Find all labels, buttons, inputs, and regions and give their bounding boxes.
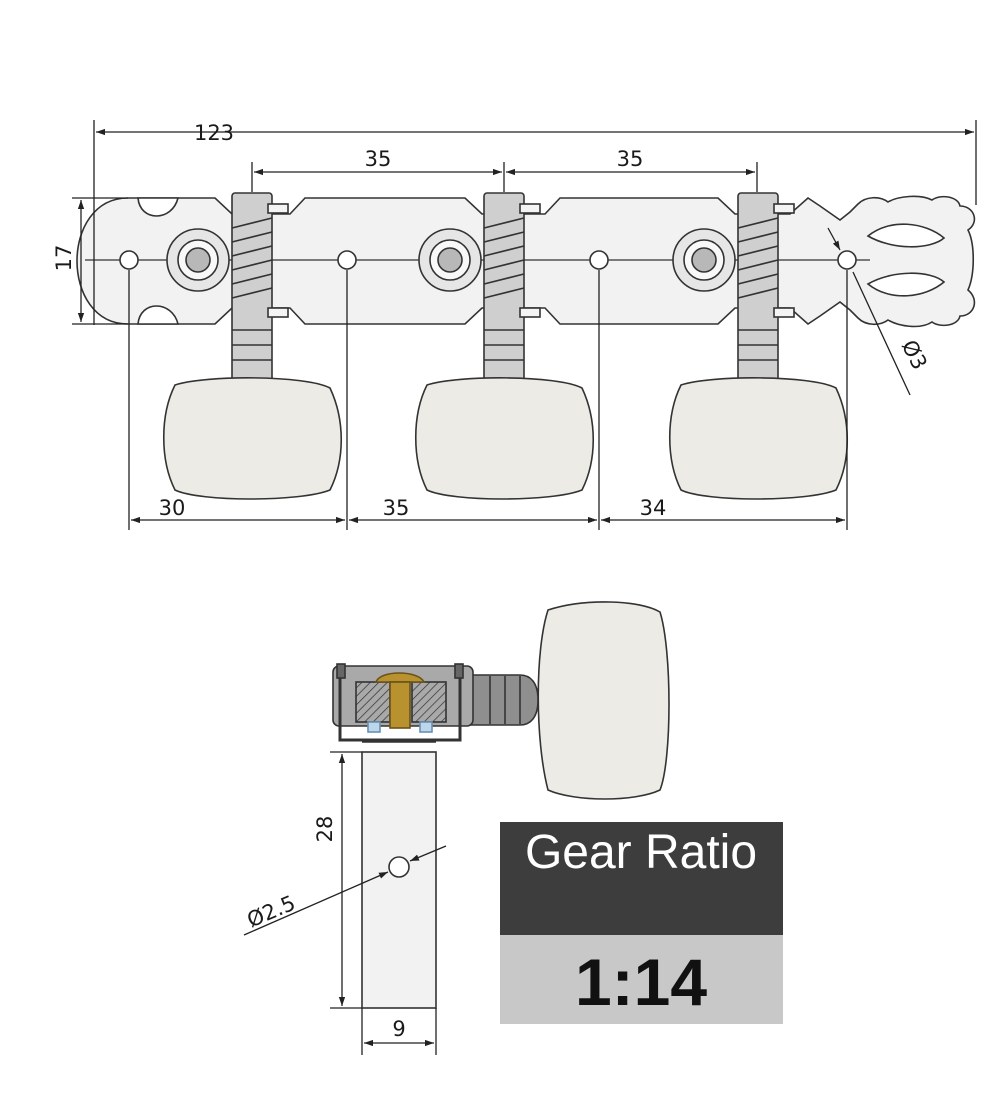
dim-post-width-label: 9: [392, 1017, 405, 1041]
dim-height-label: 17: [52, 245, 76, 272]
mount-hole: [589, 250, 609, 270]
mount-hole: [119, 250, 139, 270]
dim-hole-label: Ø3: [897, 336, 932, 374]
dim-bottom-2-label: 35: [383, 496, 410, 520]
gear-ratio-value: 1:14: [575, 945, 707, 1019]
dim-post-length-label: 28: [313, 816, 337, 843]
top-view-dimensions: [72, 120, 977, 530]
lyre-slot-bottom: [866, 272, 946, 297]
mount-hole: [837, 250, 857, 270]
side-view-dimensions: [243, 751, 447, 1055]
dim-bottom-3-label: 34: [640, 496, 667, 520]
gear-ratio-label: Gear Ratio: [525, 826, 757, 879]
gear-ratio-value-bg: [500, 935, 783, 1024]
dim-spacing-right-label: 35: [617, 147, 644, 171]
lyre-slot-top: [866, 223, 946, 248]
dim-leader-post-hole: [243, 871, 389, 936]
gear-ratio-box: Gear Ratio 1:14: [500, 822, 783, 1024]
tuner-knob: [669, 377, 848, 500]
plate-scallop-top: [137, 197, 180, 217]
string-hole: [388, 856, 410, 878]
dim-bottom-1-label: 30: [159, 496, 186, 520]
tuner-unit-2: [415, 192, 594, 500]
tuner-unit-3: [669, 192, 848, 500]
worm-shaft: [469, 674, 539, 726]
dim-spacing-left-label: 35: [365, 147, 392, 171]
string-post: [361, 751, 437, 1009]
housing-bracket: [338, 664, 462, 742]
dim-total-label: 123: [194, 121, 234, 145]
brass-screw: [374, 672, 426, 683]
dim-leader-hole: [827, 227, 841, 251]
tuner-knob: [415, 377, 594, 500]
plate-scallop-bottom: [137, 305, 180, 325]
gear-section-left: [355, 681, 391, 723]
gear-section-right: [411, 681, 447, 723]
mount-hole: [337, 250, 357, 270]
dim-post-hole-label: Ø2.5: [244, 891, 299, 933]
tuner-unit-1: [163, 192, 342, 500]
side-view: [332, 601, 670, 1009]
side-knob: [537, 601, 670, 800]
gear-ratio-header: [500, 822, 783, 935]
tuner-knob: [163, 377, 342, 500]
brass-screw-shank: [389, 681, 411, 729]
top-view: [76, 192, 976, 500]
